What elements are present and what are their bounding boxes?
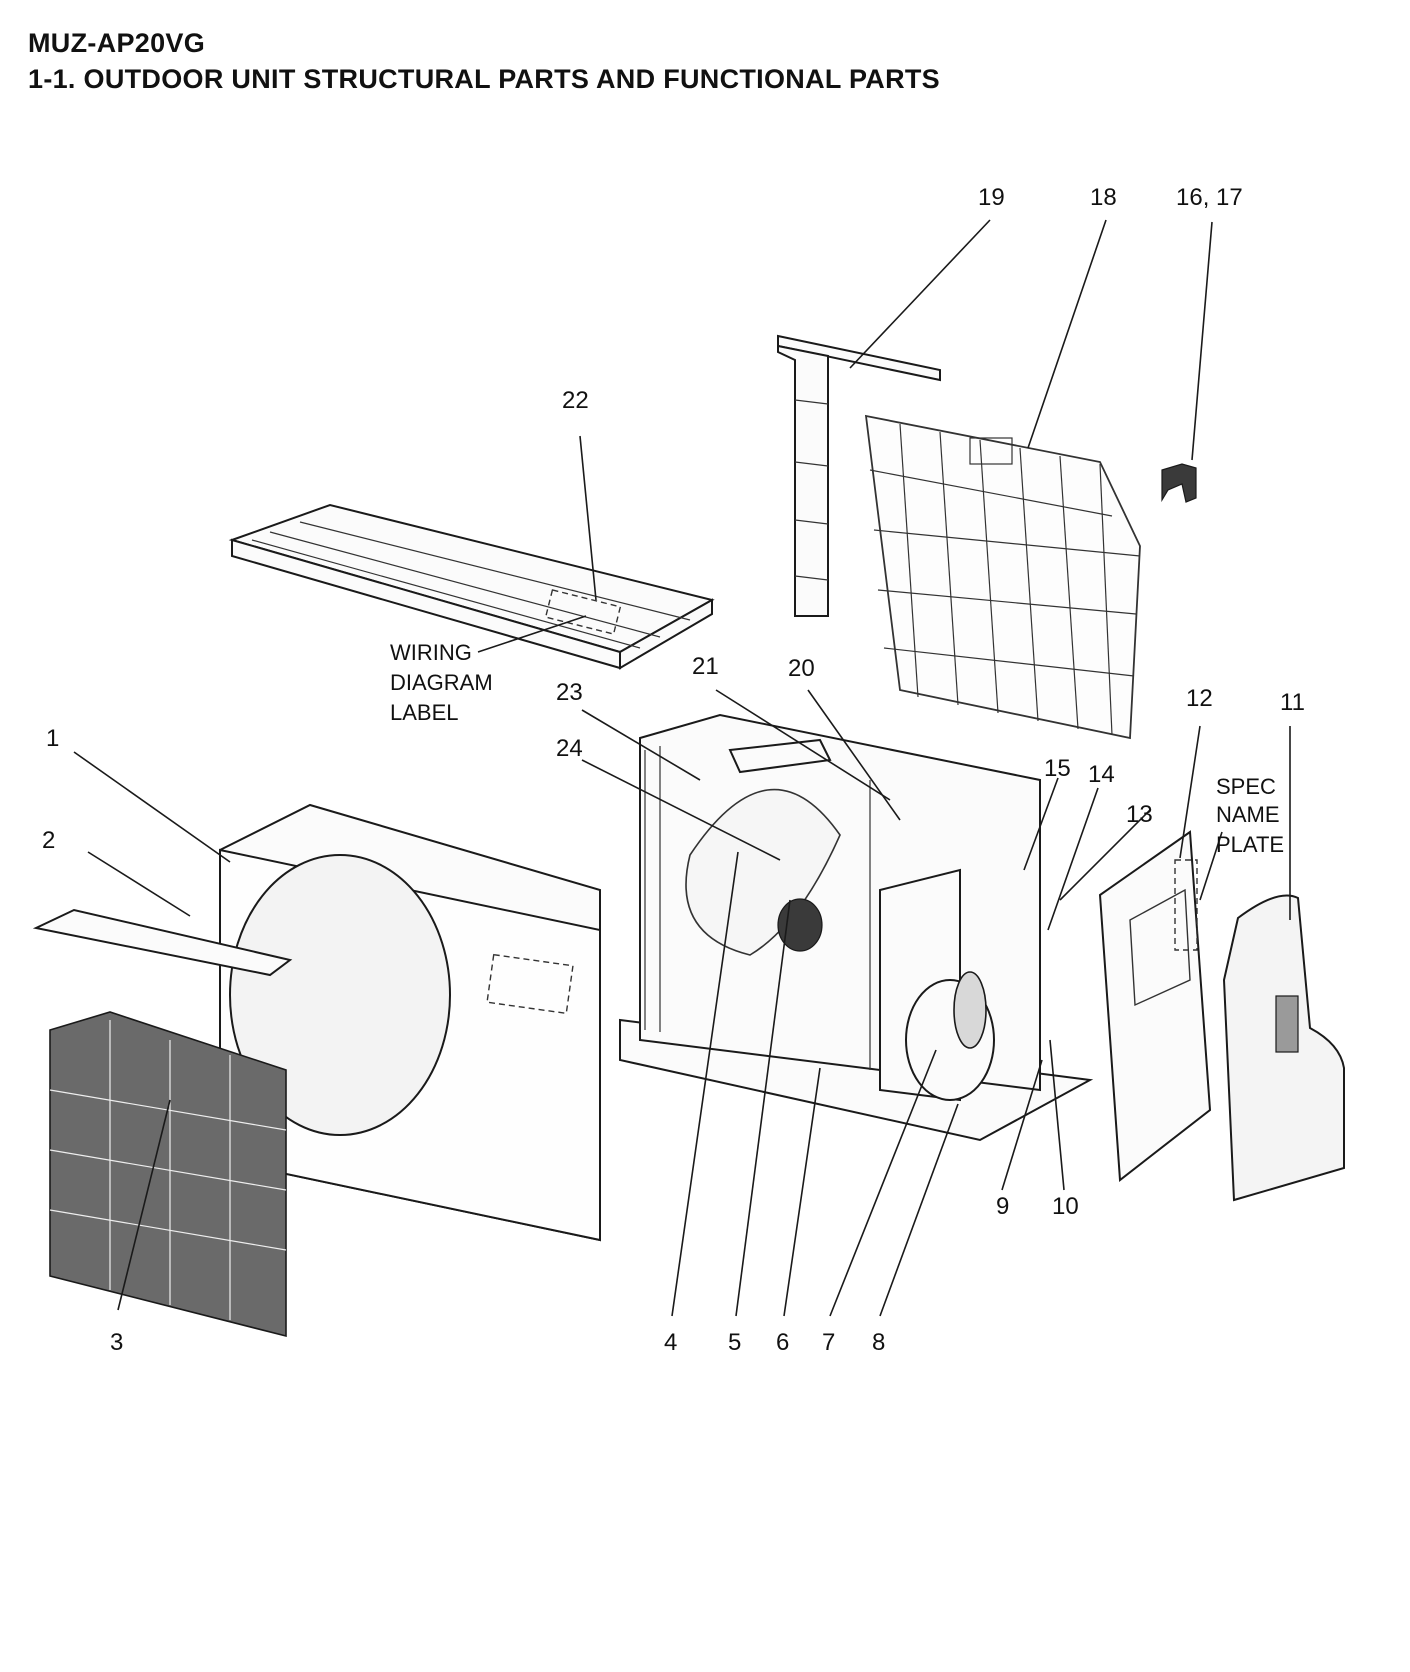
- model-title: MUZ-AP20VG: [28, 28, 206, 58]
- wiring-label-line-2: DIAGRAM: [390, 670, 493, 695]
- callout-12: 12: [1186, 685, 1213, 712]
- base-chassis-part: [619, 713, 1094, 1142]
- spec-label-line-1: SPEC: [1216, 774, 1276, 799]
- callout-2: 2: [42, 827, 55, 854]
- callout-8: 8: [872, 1329, 885, 1356]
- callout-7: 7: [822, 1329, 835, 1356]
- spec-label-line-3: PLATE: [1216, 832, 1284, 857]
- callout-11: 11: [1280, 689, 1305, 716]
- grille-3-part: [49, 1011, 287, 1338]
- callout-21: 21: [692, 653, 719, 680]
- leader-lines: [73, 219, 1291, 1317]
- callout-23: 23: [556, 679, 583, 706]
- rear-guard-18-part: [864, 414, 1141, 740]
- callout-14: 14: [1088, 761, 1115, 788]
- wiring-label-line-3: LABEL: [390, 700, 459, 725]
- callout-16-17: 16, 17: [1176, 184, 1243, 211]
- spec-label-line-2: NAME: [1216, 802, 1280, 827]
- callout-18: 18: [1090, 184, 1117, 211]
- wiring-diagram-label-note: WIRING DIAGRAM LABEL: [390, 640, 493, 725]
- section-title: 1-1. OUTDOOR UNIT STRUCTURAL PARTS AND F…: [28, 64, 940, 94]
- callout-3: 3: [110, 1329, 123, 1356]
- callout-labels: 22 19 18 16, 17 1 2 3 4 5 6 7 8 9 10 11 …: [42, 184, 1305, 1356]
- callout-9: 9: [996, 1193, 1009, 1220]
- callout-22: 22: [562, 387, 589, 414]
- callout-13: 13: [1126, 801, 1153, 828]
- spec-name-plate-note: SPEC NAME PLATE: [1216, 774, 1284, 857]
- callout-5: 5: [728, 1329, 741, 1356]
- service-panel-12-part: [1098, 830, 1212, 1182]
- callout-6: 6: [776, 1329, 789, 1356]
- callout-4: 4: [664, 1329, 677, 1356]
- callout-15: 15: [1044, 755, 1071, 782]
- callout-20: 20: [788, 655, 815, 682]
- top-panel-part: [228, 503, 715, 670]
- sensor-bracket-16-17-part: [1161, 463, 1197, 503]
- wiring-label-line-1: WIRING: [390, 640, 472, 665]
- bar-2-part: [32, 908, 293, 977]
- side-cover-11-part: [1222, 894, 1345, 1202]
- callout-1: 1: [46, 725, 59, 752]
- callout-19: 19: [978, 184, 1005, 211]
- callout-10: 10: [1052, 1193, 1079, 1220]
- callout-24: 24: [556, 735, 583, 762]
